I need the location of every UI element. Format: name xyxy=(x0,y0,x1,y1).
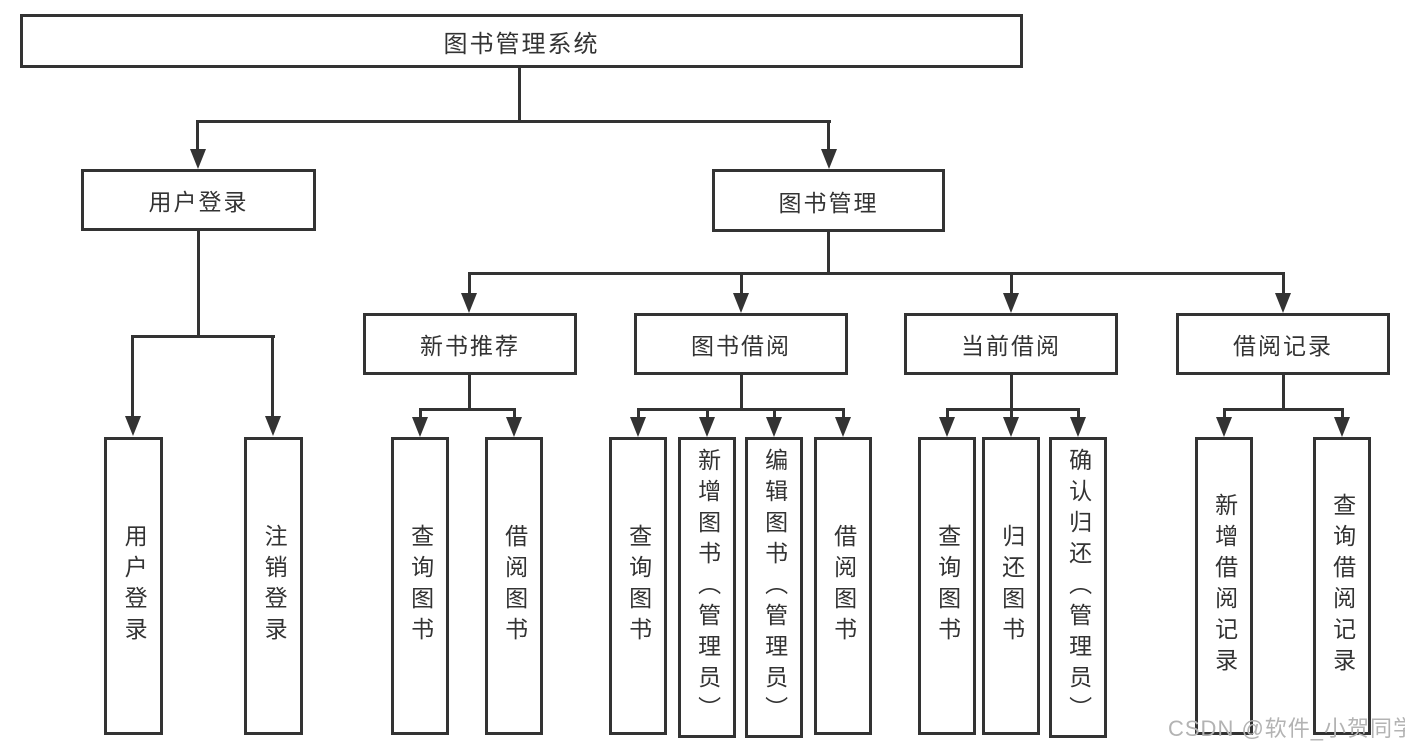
node-current-borrow: 当前借阅 xyxy=(904,313,1118,375)
leaf-cb-confirm-return-admin: 确认归还（管理员） xyxy=(1049,437,1107,738)
arrowhead-leaf-logout xyxy=(265,416,281,436)
connector-drop-nb-borrow xyxy=(513,408,516,422)
leaf-br-query-record-label: 查询借阅记录 xyxy=(1329,493,1356,679)
arrowhead-br-query xyxy=(1334,417,1350,437)
arrowhead-new-book xyxy=(461,293,477,313)
connector-drop-bb-edit xyxy=(773,408,776,422)
csdn-watermark: CSDN @软件_小贺同学 xyxy=(1168,716,1405,741)
leaf-nb-query-books-label: 查询图书 xyxy=(407,524,434,648)
connector-drop-current-borrow xyxy=(1010,272,1013,297)
leaf-bb-edit-books-admin: 编辑图书（管理员） xyxy=(745,437,803,738)
leaf-user-login-label: 用户登录 xyxy=(121,524,148,648)
arrowhead-bb-query xyxy=(630,417,646,437)
node-borrow-records: 借阅记录 xyxy=(1176,313,1390,375)
arrowhead-cb-confirm xyxy=(1070,417,1086,437)
leaf-cb-return-books: 归还图书 xyxy=(982,437,1040,735)
arrowhead-borrow-records xyxy=(1275,293,1291,313)
node-borrow-records-label: 借阅记录 xyxy=(1233,333,1333,359)
leaf-logout: 注销登录 xyxy=(244,437,303,735)
connector-drop-cb-query xyxy=(946,408,949,422)
connector-userlogin-stem xyxy=(197,231,200,337)
connector-drop-br-query xyxy=(1341,408,1344,422)
node-user-login-group-label: 用户登录 xyxy=(148,189,249,215)
leaf-bb-query-books-label: 查询图书 xyxy=(625,524,652,648)
leaf-bb-borrow-books-label: 借阅图书 xyxy=(830,524,857,648)
node-book-mgmt-group: 图书管理 xyxy=(712,169,945,232)
node-new-book-rec-label: 新书推荐 xyxy=(420,333,520,359)
arrowhead-nb-borrow xyxy=(506,417,522,437)
leaf-bb-query-books: 查询图书 xyxy=(609,437,667,735)
leaf-bb-edit-books-admin-label: 编辑图书（管理员） xyxy=(761,448,788,727)
node-root-label: 图书管理系统 xyxy=(443,30,600,58)
node-root: 图书管理系统 xyxy=(20,14,1023,68)
leaf-cb-query-books: 查询图书 xyxy=(918,437,976,735)
arrowhead-cb-query xyxy=(939,417,955,437)
connector-borrowrec-stem xyxy=(1282,375,1285,411)
connector-drop-book-borrow xyxy=(740,272,743,297)
connector-drop-leaf-logout xyxy=(271,335,274,420)
leaf-bb-add-books-admin: 新增图书（管理员） xyxy=(678,437,736,738)
connector-drop-bb-query xyxy=(637,408,640,422)
connector-newbook-stem xyxy=(468,375,471,411)
connector-drop-cb-confirm xyxy=(1077,408,1080,422)
connector-bookborrow-stem xyxy=(740,375,743,411)
connector-drop-nb-query xyxy=(419,408,422,422)
connector-drop-book-mgmt xyxy=(827,120,830,152)
connector-currentborrow-bar xyxy=(946,408,1080,411)
leaf-br-query-record: 查询借阅记录 xyxy=(1313,437,1371,735)
arrowhead-bb-edit xyxy=(766,417,782,437)
arrowhead-bb-borrow xyxy=(835,417,851,437)
connector-bookmgmt-stem xyxy=(827,232,830,275)
arrowhead-current-borrow xyxy=(1003,293,1019,313)
arrowhead-book-borrow xyxy=(733,293,749,313)
leaf-bb-borrow-books: 借阅图书 xyxy=(814,437,872,735)
leaf-cb-confirm-return-admin-label: 确认归还（管理员） xyxy=(1065,448,1092,727)
connector-bookborrow-bar xyxy=(637,408,845,411)
connector-bookmgmt-bar xyxy=(468,272,1285,275)
node-current-borrow-label: 当前借阅 xyxy=(961,333,1061,359)
connector-drop-cb-return xyxy=(1010,408,1013,422)
connector-newbook-bar xyxy=(419,408,516,411)
arrowhead-br-add xyxy=(1216,417,1232,437)
connector-userlogin-bar xyxy=(132,335,275,338)
arrowhead-bb-add xyxy=(699,417,715,437)
leaf-br-add-record: 新增借阅记录 xyxy=(1195,437,1253,735)
connector-drop-bb-borrow xyxy=(842,408,845,422)
connector-drop-user-login xyxy=(196,120,199,152)
connector-currentborrow-stem xyxy=(1010,375,1013,411)
leaf-user-login: 用户登录 xyxy=(104,437,163,735)
arrowhead-cb-return xyxy=(1003,417,1019,437)
node-book-borrow-label: 图书借阅 xyxy=(691,333,791,359)
leaf-br-add-record-label: 新增借阅记录 xyxy=(1211,493,1238,679)
leaf-cb-return-books-label: 归还图书 xyxy=(998,524,1025,648)
arrowhead-leaf-login xyxy=(125,416,141,436)
connector-borrowrec-bar xyxy=(1223,408,1344,411)
node-user-login-group: 用户登录 xyxy=(81,169,316,231)
leaf-nb-borrow-books: 借阅图书 xyxy=(485,437,543,735)
node-book-mgmt-group-label: 图书管理 xyxy=(778,189,879,216)
leaf-bb-add-books-admin-label: 新增图书（管理员） xyxy=(694,448,721,727)
arrowhead-book-mgmt xyxy=(821,149,837,169)
leaf-cb-query-books-label: 查询图书 xyxy=(934,524,961,648)
arrowhead-user-login xyxy=(190,149,206,169)
connector-root-bar xyxy=(197,120,831,123)
node-new-book-rec: 新书推荐 xyxy=(363,313,577,375)
connector-drop-leaf-login xyxy=(131,335,134,420)
leaf-nb-borrow-books-label: 借阅图书 xyxy=(501,524,528,648)
connector-drop-br-add xyxy=(1223,408,1226,422)
node-book-borrow: 图书借阅 xyxy=(634,313,848,375)
connector-drop-bb-add xyxy=(706,408,709,422)
connector-root-stem xyxy=(518,68,521,123)
leaf-logout-label: 注销登录 xyxy=(261,524,288,648)
arrowhead-nb-query xyxy=(412,417,428,437)
connector-drop-new-book xyxy=(468,272,471,297)
leaf-nb-query-books: 查询图书 xyxy=(391,437,449,735)
connector-drop-borrow-records xyxy=(1282,272,1285,297)
